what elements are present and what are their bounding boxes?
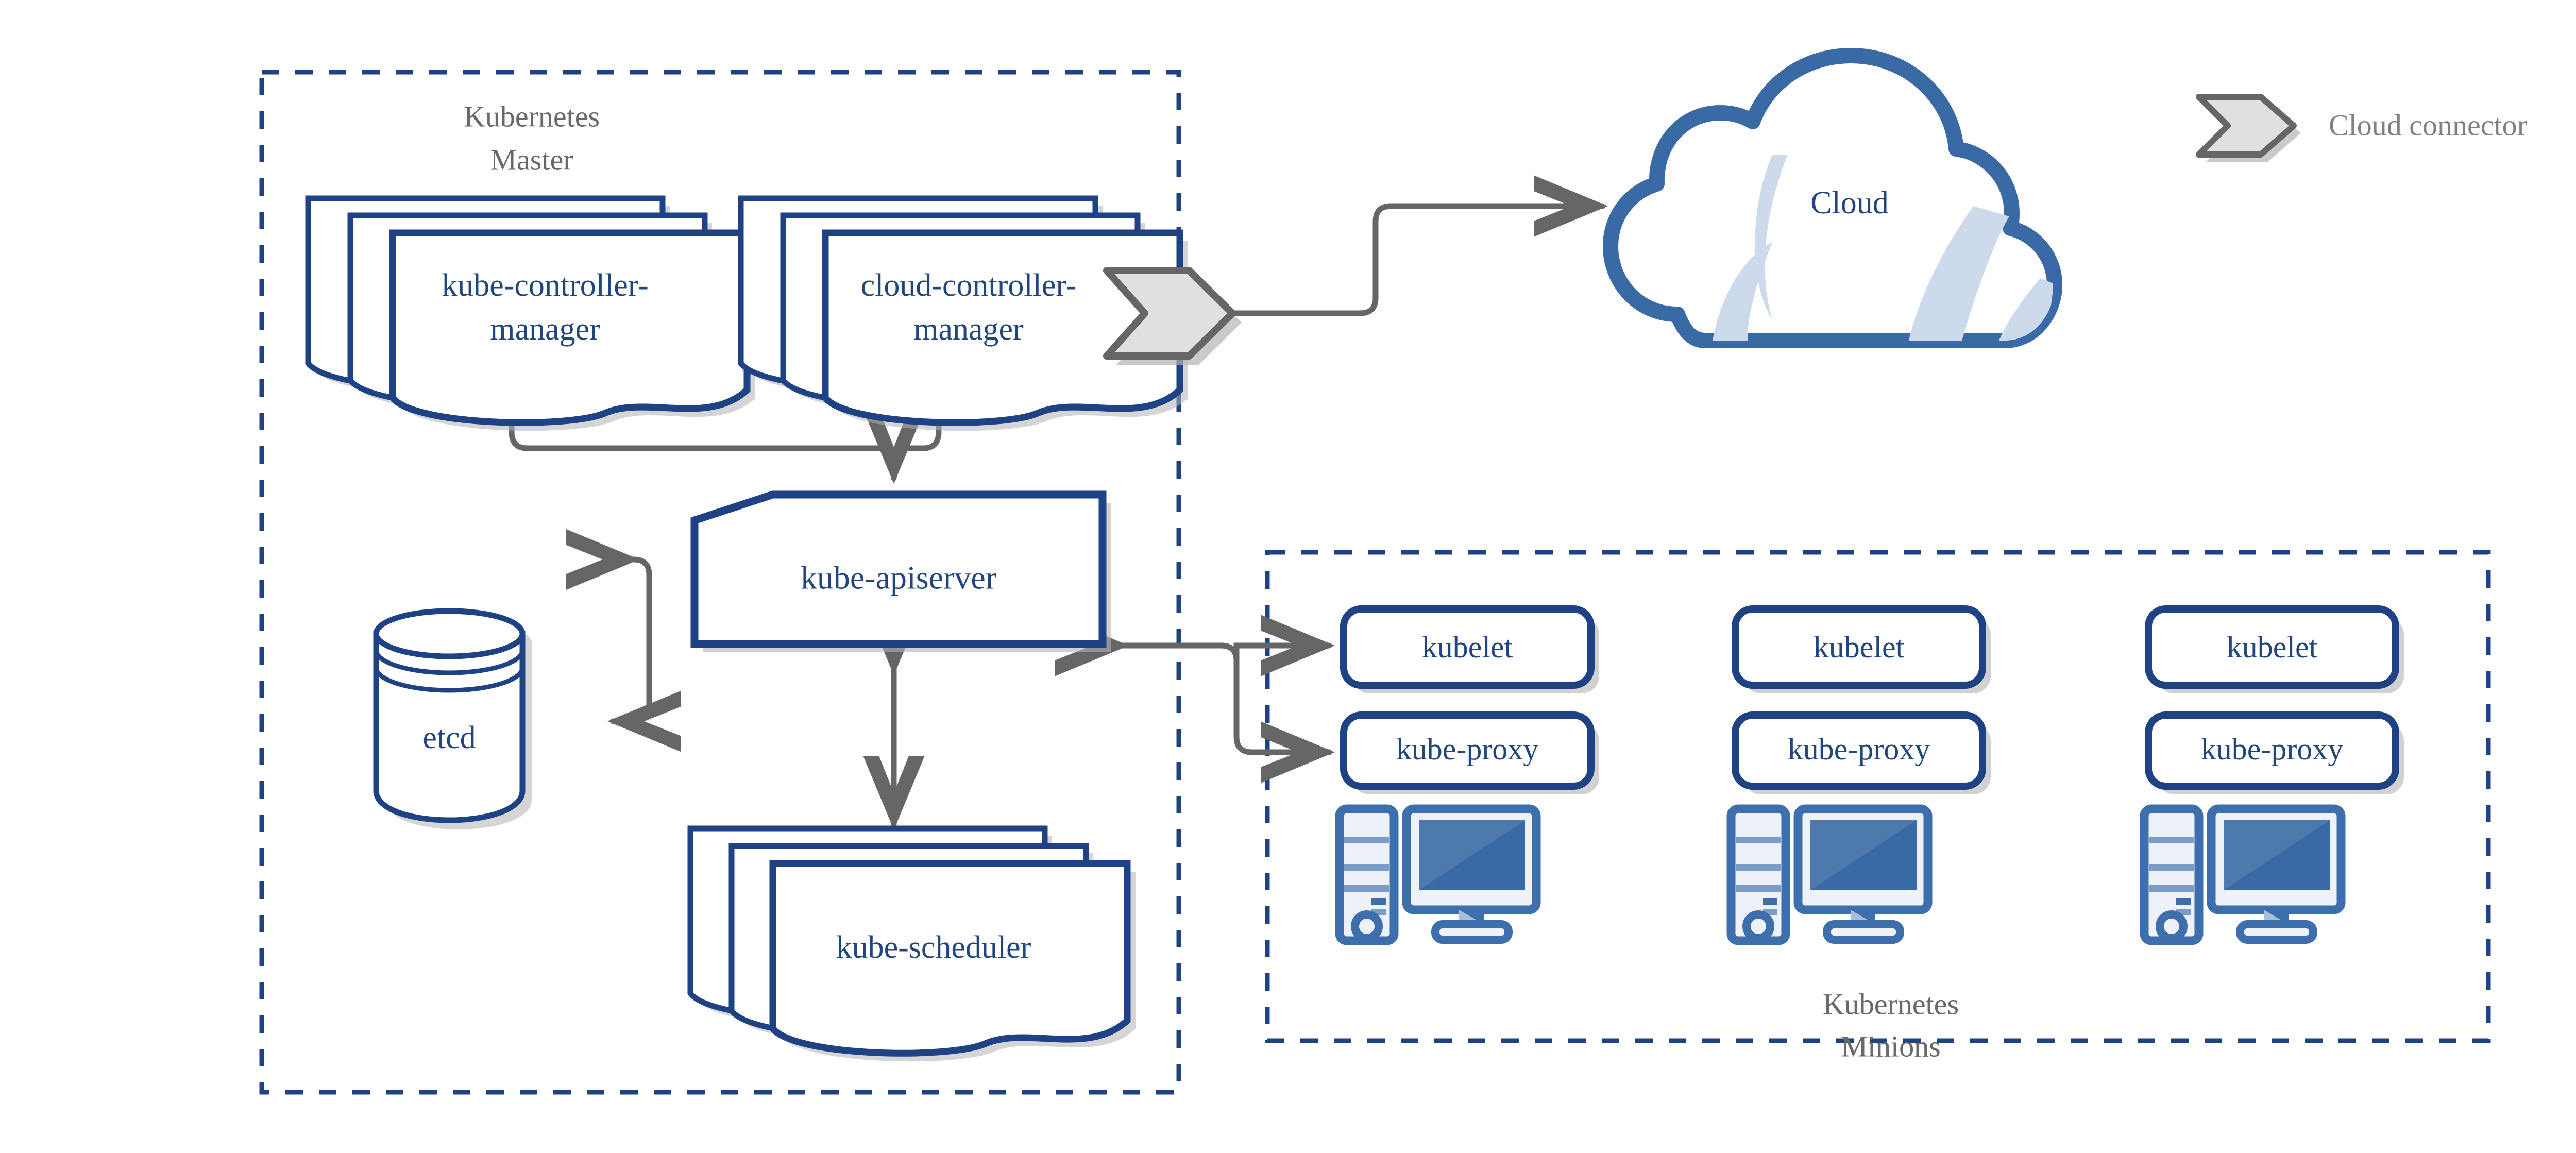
cloud-highlight-slivers [1710, 155, 2053, 341]
kube-controller-manager-label-line2: manager [490, 312, 600, 347]
minion-3-kube-proxy-label: kube-proxy [2201, 732, 2344, 766]
minions-zone-label-line2-overlay: Minions [1841, 1029, 1940, 1063]
legend: Cloud connector [2196, 94, 2527, 162]
minion-2-kubelet-label: kubelet [1814, 630, 1905, 664]
node-etcd[interactable]: etcd [373, 608, 532, 829]
node-kube-apiserver[interactable]: kube-apiserver [690, 490, 1111, 652]
cloud-label: Cloud [1810, 185, 1889, 221]
node-cloud[interactable]: Cloud [1603, 48, 2062, 355]
kube-scheduler-label: kube-scheduler [836, 930, 1031, 965]
minion-1-kube-proxy[interactable]: kube-proxy [1340, 711, 1599, 794]
minion-2-kube-proxy-label: kube-proxy [1788, 732, 1930, 766]
legend-cloud-connector-label: Cloud connector [2329, 108, 2527, 142]
cloud-controller-manager-label-line2: manager [913, 312, 1024, 347]
minion-3-kubelet[interactable]: kubelet [2145, 605, 2404, 693]
connector-apiserver-minion-agents [1055, 615, 1335, 783]
minion-2-desktop-computer-icon [1726, 804, 1933, 945]
minion-1-kubelet-label: kubelet [1422, 630, 1513, 664]
minion-1-kubelet[interactable]: kubelet [1340, 605, 1599, 693]
minions-zone-border [1265, 550, 2491, 1043]
connector-apiserver-controller-managers [481, 352, 970, 484]
minions-zone-label-line2: Minions [1841, 1029, 1940, 1063]
connector-layer [481, 175, 1608, 830]
master-zone-border [259, 70, 1181, 1095]
minion-3-kube-proxy[interactable]: kube-proxy [2145, 711, 2404, 794]
minions-zone-label-line1-overlay: Kubernetes [1823, 987, 1959, 1021]
minion-3: kubelet kube-proxy [2140, 605, 2404, 945]
minions-zone-label-overlay: Kubernetes Minions [1823, 987, 1959, 1063]
minion-1: kubelet kube-proxy [1335, 605, 1599, 945]
minion-2-kube-proxy[interactable]: kube-proxy [1732, 711, 1991, 794]
cloud-connector-chevron-icon [1103, 267, 1242, 365]
minion-1-desktop-computer-icon [1335, 804, 1541, 945]
connector-apiserver-etcd [565, 529, 681, 752]
connector-cloudconnector-to-cloud [1197, 175, 1608, 316]
minion-2: kubelet kube-proxy [1726, 605, 1991, 945]
minion-3-desktop-computer-icon [2140, 804, 2346, 945]
zone-kubernetes-minions: Kubernetes Minions [1265, 550, 2491, 1063]
legend-cloud-connector-icon [2196, 94, 2301, 162]
node-cloud-controller-manager[interactable]: cloud-controller- manager [738, 195, 1188, 431]
minions-zone-label-line1: Kubernetes [1823, 987, 1959, 1021]
kube-apiserver-label: kube-apiserver [801, 559, 996, 596]
zone-kubernetes-master: Kubernetes Master [259, 70, 1181, 1095]
etcd-label: etcd [422, 720, 476, 755]
master-zone-label-line1: Kubernetes [464, 99, 600, 133]
node-kube-scheduler[interactable]: kube-scheduler [687, 825, 1136, 1062]
kube-controller-manager-label-line1: kube-controller- [442, 268, 649, 303]
cloud-controller-manager-label-line1: cloud-controller- [861, 268, 1077, 303]
minion-2-kubelet[interactable]: kubelet [1732, 605, 1991, 693]
master-zone-label-line2: Master [490, 143, 573, 176]
minion-3-kubelet-label: kubelet [2227, 630, 2318, 664]
minion-1-kube-proxy-label: kube-proxy [1396, 732, 1539, 766]
node-kube-controller-manager[interactable]: kube-controller- manager [305, 195, 755, 431]
